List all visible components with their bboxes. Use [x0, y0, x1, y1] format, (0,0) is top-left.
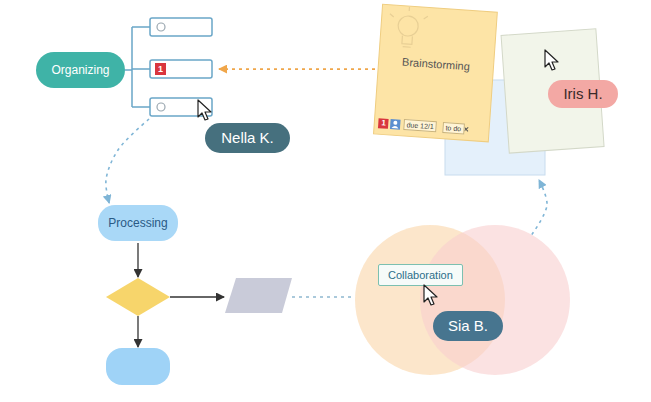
dotted-connector — [106, 119, 149, 203]
node-label: Collaboration — [378, 264, 463, 286]
tree-bracket — [125, 27, 150, 107]
brainstorm-note: Brainstorming — [375, 3, 547, 177]
dotted-connector — [219, 68, 375, 70]
status-tag: to do — [442, 122, 464, 134]
process-box: Processing — [98, 205, 178, 241]
node-label: Iris H. — [563, 85, 602, 103]
node-label: Brainstorming — [402, 56, 471, 73]
node-label: Nella K. — [221, 129, 274, 147]
venn-group: Sia B. Collaboration — [352, 222, 574, 380]
priority-icon — [155, 63, 166, 75]
mouse-cursor — [424, 285, 437, 305]
mouse-cursor — [198, 100, 211, 120]
organizing-group: Organizing — [30, 14, 216, 120]
mouse-cursor — [545, 50, 558, 70]
node-label: Organizing — [36, 52, 125, 88]
yellow-note — [374, 4, 498, 142]
due-date: due 12/1 — [403, 119, 437, 132]
venn-circles — [352, 222, 574, 380]
user-tag: Sia B. — [433, 311, 503, 341]
user-tag: Nella K. — [205, 123, 290, 153]
user-tag: Iris H. — [548, 80, 618, 108]
flowchart — [106, 243, 354, 385]
priority-number: 1 — [378, 118, 389, 129]
priority-number: 1 — [155, 63, 166, 75]
dotted-connector — [532, 180, 547, 235]
task-boxes — [150, 18, 212, 116]
node-label: Sia B. — [448, 317, 488, 335]
node-label: Processing — [108, 216, 167, 230]
